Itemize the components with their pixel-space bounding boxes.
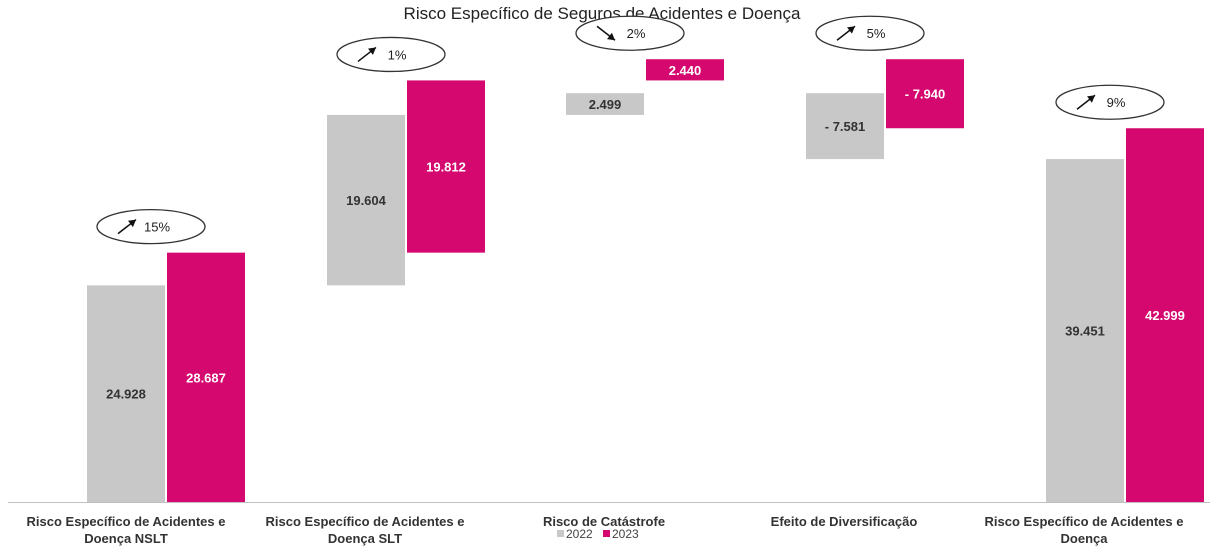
- legend-label-2023: 2023: [612, 527, 639, 541]
- bar-2022-4: [806, 93, 884, 160]
- variation-label: 2%: [627, 26, 646, 41]
- bar-2023-1: [167, 252, 245, 502]
- bar-2023-4: [886, 59, 964, 129]
- data-label-2023-5: 42.999: [1145, 308, 1185, 323]
- data-label-2022-2: 19.604: [346, 193, 387, 208]
- data-label-2023-2: 19.812: [426, 160, 466, 175]
- category-label-5: Doença: [1061, 531, 1109, 546]
- arrow-head-icon: [607, 32, 615, 41]
- category-labels: Risco Específico de Acidentes e Doença NS…: [27, 514, 1184, 546]
- variation-ellipse: [96, 208, 206, 245]
- variation-label: 5%: [867, 26, 886, 41]
- plot-area: 24.928 28.687 15% 19.604 19.812 1% 2.499 2.440 2…: [87, 15, 1204, 503]
- variation-1: 15%: [96, 208, 206, 245]
- bar-2023-3: [646, 59, 724, 81]
- variation-4: 5%: [815, 15, 925, 51]
- legend-label-2022: 2022: [566, 527, 593, 541]
- data-label-2023-4: - 7.940: [905, 87, 945, 102]
- data-label-2022-5: 39.451: [1065, 324, 1105, 339]
- category-label-5: Risco Específico de Acidentes e: [985, 514, 1184, 529]
- bar-2023-2: [407, 80, 485, 253]
- legend-swatch-2023: [603, 530, 610, 537]
- variation-2: 1%: [336, 36, 446, 73]
- category-label-3: Risco de Catástrofe: [543, 514, 665, 529]
- variation-label: 15%: [144, 220, 170, 235]
- data-label-2023-3: 2.440: [669, 63, 702, 78]
- bar-2022-1: [87, 285, 165, 502]
- data-label-2022-4: - 7.581: [825, 119, 865, 134]
- variation-5: 9%: [1055, 84, 1165, 120]
- data-label-2023-1: 28.687: [186, 370, 226, 385]
- chart-title: Risco Específico de Seguros de Acidentes…: [404, 4, 801, 23]
- variation-label: 1%: [388, 47, 407, 62]
- bar-2023-5: [1126, 128, 1204, 503]
- category-label-2: Risco Específico de Acidentes e: [266, 514, 465, 529]
- arrow-head-icon: [1087, 95, 1095, 103]
- category-label-1: Doença NSLT: [84, 531, 168, 546]
- bar-2022-2: [327, 114, 405, 286]
- legend: 2022 2023: [557, 527, 639, 541]
- variation-label: 9%: [1107, 95, 1126, 110]
- category-label-1: Risco Específico de Acidentes e: [27, 514, 226, 529]
- arrow-head-icon: [128, 219, 136, 228]
- variation-ellipse: [1055, 84, 1165, 120]
- legend-swatch-2022: [557, 530, 564, 537]
- bar-2022-5: [1046, 159, 1124, 502]
- variation-ellipse: [336, 36, 446, 73]
- category-label-4: Efeito de Diversificação: [771, 514, 918, 529]
- variation-3: 2%: [575, 15, 685, 51]
- variation-ellipse: [575, 15, 685, 51]
- arrow-head-icon: [847, 26, 855, 34]
- category-label-2: Doença SLT: [328, 531, 402, 546]
- data-label-2022-1: 24.928: [106, 387, 146, 402]
- variation-ellipse: [815, 15, 925, 51]
- arrow-head-icon: [368, 47, 376, 55]
- data-label-2022-3: 2.499: [589, 97, 622, 112]
- bar-2022-3: [566, 93, 644, 115]
